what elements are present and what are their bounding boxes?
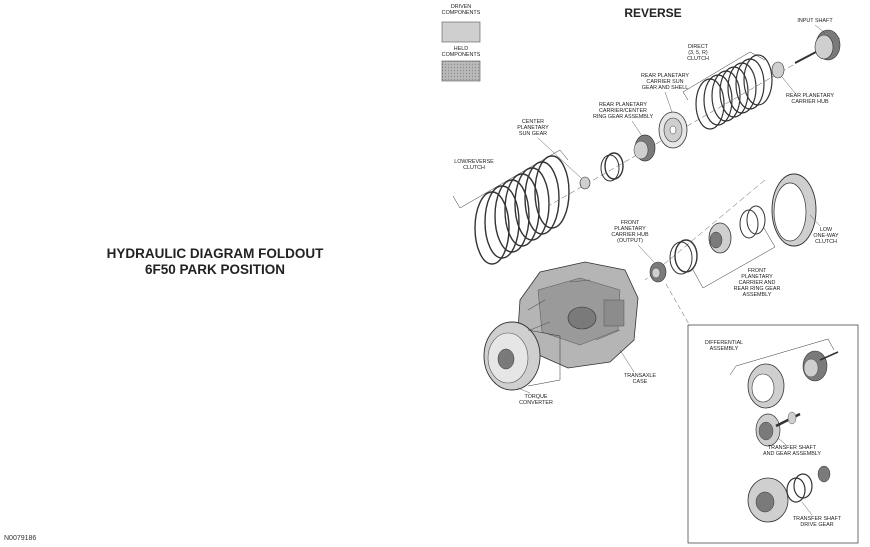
label-differential-2: ASSEMBLY bbox=[710, 346, 739, 352]
transaxle-case-part bbox=[517, 261, 639, 369]
exploded-transmission-diagram: REVERSE DRIVEN COMPONENTS HELD COMPONENT… bbox=[420, 0, 870, 547]
label-rear-planetary-sun-gear-3: GEAR AND SHELL bbox=[642, 85, 688, 91]
label-front-carrier-hub-2: PLANETARY bbox=[614, 226, 646, 232]
label-front-carrier-2: PLANETARY bbox=[741, 274, 773, 280]
front-planetary-bracket bbox=[691, 227, 776, 289]
label-transfer-drive-gear-2: DRIVE GEAR bbox=[800, 522, 833, 528]
label-front-carrier-5: ASSEMBLY bbox=[743, 292, 772, 298]
transfer-shaft-drive-gear-part bbox=[747, 465, 831, 523]
transfer-shaft-gear-assembly-part bbox=[755, 411, 801, 447]
front-planetary-carrier-part bbox=[708, 205, 766, 254]
label-transaxle-case-1: TRANSAXLE bbox=[624, 373, 656, 379]
legend-driven-label-2: COMPONENTS bbox=[442, 10, 481, 16]
rear-planetary-sun-gear-shell-part bbox=[658, 111, 688, 149]
label-rear-planetary-sun-gear-2: CARRIER SUN bbox=[646, 79, 683, 85]
label-low-one-way-clutch-3: CLUTCH bbox=[815, 239, 837, 245]
label-low-one-way-clutch-2: ONE-WAY bbox=[813, 233, 839, 239]
label-transfer-shaft-2: AND GEAR ASSEMBLY bbox=[763, 451, 821, 457]
diagram-foldout-title: HYDRAULIC DIAGRAM FOLDOUT 6F50 PARK POSI… bbox=[70, 246, 360, 278]
label-low-reverse-clutch-1: LOW/REVERSE bbox=[454, 159, 494, 165]
label-torque-converter-1: TORQUE bbox=[525, 394, 548, 400]
low-reverse-clutch-plates bbox=[474, 155, 570, 265]
label-front-carrier-hub-3: CARRIER HUB bbox=[611, 232, 649, 238]
label-rear-planetary-ring-gear-1: REAR PLANETARY bbox=[599, 102, 647, 108]
label-torque-converter-2: CONVERTER bbox=[519, 400, 553, 406]
title-line-1: HYDRAULIC DIAGRAM FOLDOUT bbox=[106, 246, 324, 261]
label-rear-planetary-ring-gear-2: CARRIER/CENTER bbox=[599, 108, 647, 114]
lower-axis-line bbox=[644, 179, 766, 281]
label-front-carrier-3: CARRIER AND bbox=[739, 280, 776, 286]
front-planetary-carrier-hub-part bbox=[649, 261, 667, 283]
label-transaxle-case-2: CASE bbox=[633, 379, 648, 385]
label-direct-clutch-1: DIRECT bbox=[688, 44, 709, 50]
label-center-sun-gear-2: PLANETARY bbox=[517, 125, 549, 131]
label-rear-planetary-sun-gear-1: REAR PLANETARY bbox=[641, 73, 689, 79]
figure-id: N0079186 bbox=[4, 535, 37, 542]
label-front-carrier-hub-1: FRONT bbox=[621, 220, 640, 226]
label-input-shaft: INPUT SHAFT bbox=[797, 18, 833, 24]
label-low-reverse-clutch-2: CLUTCH bbox=[463, 165, 485, 171]
main-axis-line bbox=[549, 37, 841, 206]
label-rear-planetary-carrier-hub-1: REAR PLANETARY bbox=[786, 93, 834, 99]
diagram-title: REVERSE bbox=[624, 6, 681, 20]
rear-planetary-ring-gear-part bbox=[633, 134, 656, 162]
low-one-way-clutch-part bbox=[771, 173, 817, 247]
center-ring-gear-part bbox=[600, 152, 624, 182]
label-front-carrier-1: FRONT bbox=[748, 268, 767, 274]
label-front-carrier-4: REAR RING GEAR bbox=[734, 286, 781, 292]
label-rear-planetary-ring-gear-3: RING GEAR ASSEMBLY bbox=[593, 114, 654, 120]
torque-converter-part bbox=[483, 321, 561, 391]
title-line-2: 6F50 PARK POSITION bbox=[144, 262, 286, 277]
label-center-sun-gear-3: SUN GEAR bbox=[519, 131, 547, 137]
direct-clutch-bracket bbox=[682, 51, 766, 101]
label-direct-clutch-3: CLUTCH bbox=[687, 56, 709, 62]
diagram-canvas: REVERSE DRIVEN COMPONENTS HELD COMPONENT… bbox=[441, 4, 859, 544]
input-shaft-part bbox=[794, 29, 841, 64]
label-rear-planetary-carrier-hub-2: CARRIER HUB bbox=[791, 99, 829, 105]
center-planetary-sun-gear-part bbox=[579, 176, 591, 190]
legend-held-swatch bbox=[441, 60, 481, 82]
legend-held-label-2: COMPONENTS bbox=[442, 52, 481, 58]
label-low-one-way-clutch-1: LOW bbox=[820, 227, 833, 233]
direct-clutch-plates bbox=[695, 54, 773, 130]
legend-driven-swatch bbox=[441, 21, 481, 43]
label-differential-1: DIFFERENTIAL bbox=[705, 340, 743, 346]
label-direct-clutch-2: (3, 5, R) bbox=[688, 50, 708, 56]
rear-planetary-carrier-hub-part bbox=[771, 61, 785, 79]
low-reverse-clutch-bracket bbox=[452, 149, 569, 209]
differential-assembly-part bbox=[747, 350, 839, 409]
legend-driven-label-1: DRIVEN bbox=[451, 4, 471, 10]
label-front-carrier-hub-4: (OUTPUT) bbox=[617, 238, 643, 244]
label-center-sun-gear-1: CENTER bbox=[522, 119, 544, 125]
front-planetary-ring-part bbox=[669, 239, 698, 275]
label-transfer-drive-gear-1: TRANSFER SHAFT bbox=[793, 516, 842, 522]
final-drive-inset bbox=[687, 324, 859, 544]
legend-held-label-1: HELD bbox=[454, 46, 468, 52]
label-transfer-shaft-1: TRANSFER SHAFT bbox=[768, 445, 817, 451]
legend: DRIVEN COMPONENTS HELD COMPONENTS bbox=[441, 4, 481, 82]
